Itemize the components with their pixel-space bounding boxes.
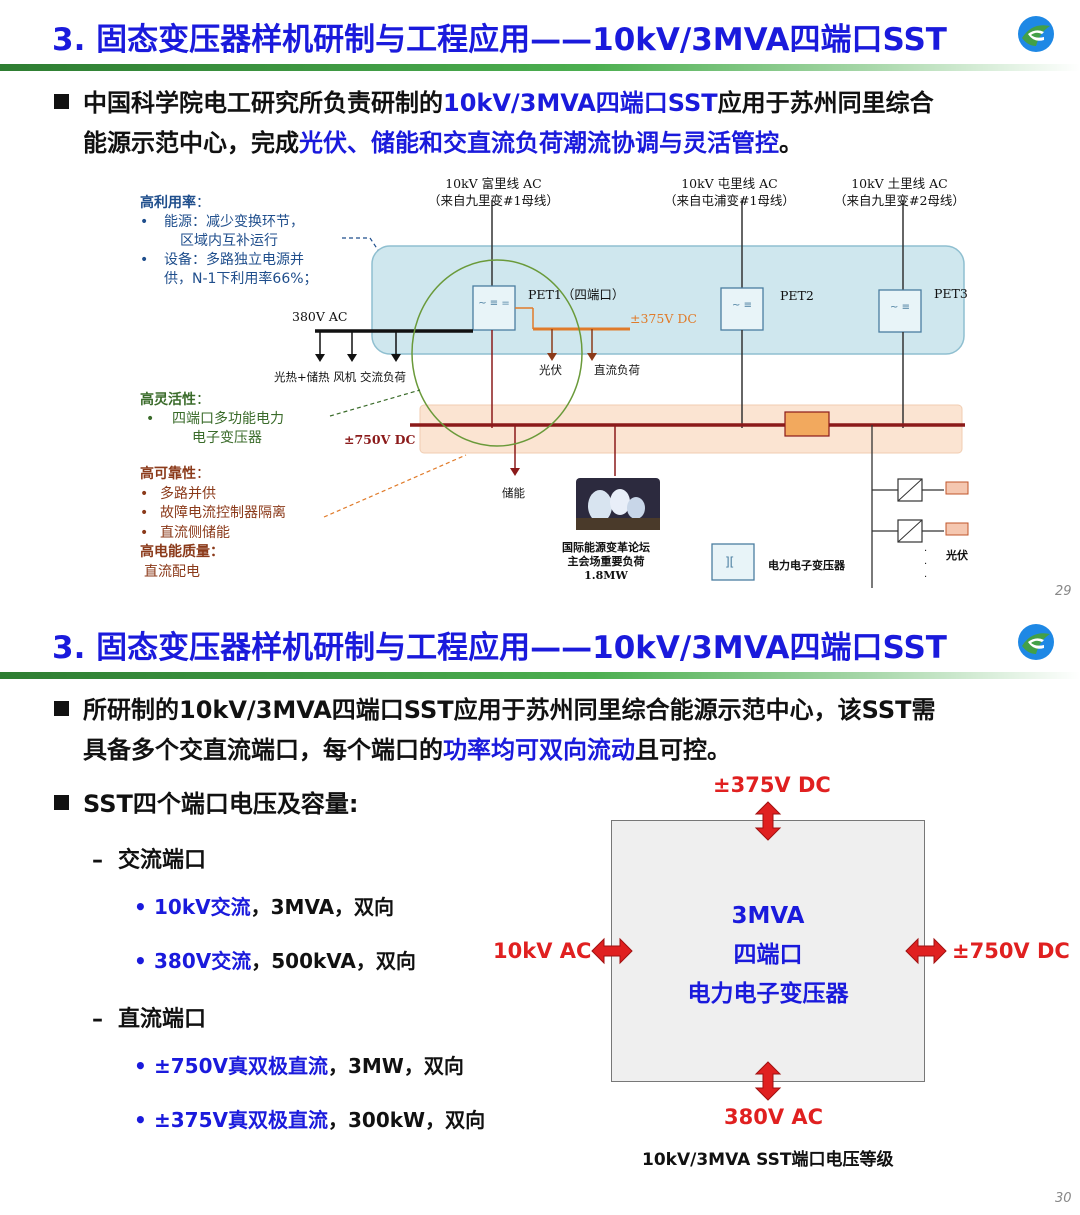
slide1-page-number: 29 <box>1055 584 1072 599</box>
port-right-arrow-icon <box>905 937 947 965</box>
pet3-box <box>878 289 922 333</box>
port-bottom-label: 380V AC <box>724 1105 824 1129</box>
port-top-label: ±375V DC <box>713 773 831 797</box>
forum-label: 国际能源变革论坛 主会场重要负荷 1.8MW <box>562 541 650 582</box>
slide1-title-rule <box>0 64 1080 71</box>
feeder1-label: 10kV 富里线 AC （来自九里变#1母线） <box>428 176 559 208</box>
square-bullet-icon <box>54 94 69 109</box>
slide2-title: 3. 固态变压器样机研制与工程应用——10kV/3MVA四端口SST <box>52 630 947 666</box>
dc-load-label: 直流负荷 <box>594 363 640 377</box>
square-bullet-icon <box>54 701 69 716</box>
storage-label: 储能 <box>502 486 525 500</box>
pet1-highlight-circle <box>411 259 583 447</box>
slide1-title: 3. 固态变压器样机研制与工程应用——10kV/3MVA四端口SST <box>52 22 947 58</box>
pet1-label: PET1（四端口） <box>528 287 625 302</box>
svg-text:~ ≡: ~ ≡ <box>732 300 752 311</box>
ac-ports-heading: –交流端口 <box>92 848 207 873</box>
port-right-label: ±750V DC <box>952 939 1070 963</box>
slide2-bullet1-line2: 具备多个交直流端口，每个端口的功率均可双向流动且可控。 <box>83 736 731 764</box>
pet2-box <box>720 287 764 331</box>
slide1-flex-notes: 高灵活性： •四端口多功能电力 电子变压器 <box>140 392 284 446</box>
port-left-arrow-icon <box>591 937 633 965</box>
pv-label: 光伏 <box>539 363 562 377</box>
slide1-bullet-line2: 能源示范中心，完成光伏、储能和交直流负荷潮流协调与灵活管控。 <box>83 129 803 157</box>
port-item-3: •±750V真双极直流，3MW，双向 <box>134 1054 464 1078</box>
pv-ellipsis: ··· <box>924 546 928 583</box>
sst-box: 3MVA 四端口 电力电子变压器 <box>611 820 925 1082</box>
port-top-arrow-icon <box>754 801 782 841</box>
dc-ports-heading: –直流端口 <box>92 1007 207 1032</box>
pv-right-label: 光伏 <box>946 549 968 562</box>
pe-transformer-icon <box>711 543 755 581</box>
pe-transformer-label: 电力电子变压器 <box>768 559 845 572</box>
pet3-label: PET3 <box>934 286 968 301</box>
port-left-label: 10kV AC <box>493 939 592 963</box>
pet2-label: PET2 <box>780 288 814 303</box>
dc375-label: ±375V DC <box>630 311 697 326</box>
slide1-bullet: 中国科学院电工研究所负责研制的10kV/3MVA四端口SST应用于苏州同里综合 <box>54 82 934 124</box>
port-item-1: •10kV交流，3MVA，双向 <box>134 895 395 919</box>
pet1-box <box>472 285 516 331</box>
svg-text:~ ≡ =: ~ ≡ = <box>478 298 510 309</box>
slide1-left-notes: 高利用率： •能源：减少变换环节， 区域内互补运行 •设备：多路独立电源并 供，… <box>140 195 318 287</box>
slide1-system-diagram: ~ ≡ = ~ ≡ ~ ≡ <box>315 200 969 588</box>
feeder2-label: 10kV 屯里线 AC （来自屯浦变#1母线） <box>664 176 795 208</box>
sst-caption: 10kV/3MVA SST端口电压等级 <box>642 1150 894 1170</box>
square-bullet-icon <box>54 795 69 810</box>
pe-transformer-glyph: ][ <box>725 555 735 569</box>
feeder3-label: 10kV 土里线 AC （来自九里变#2母线） <box>834 176 965 208</box>
port-item-2: •380V交流，500kVA，双向 <box>134 949 416 973</box>
slide1-reliability-notes: 高可靠性： •多路并供 •故障电流控制器隔离 •直流侧储能 高电能质量： 直流配… <box>140 466 286 580</box>
pet-zone <box>371 245 965 355</box>
port-bottom-arrow-icon <box>754 1061 782 1101</box>
ac380-label: 380V AC <box>292 309 348 324</box>
port-item-4: •±375V真双极直流，300kW，双向 <box>134 1108 486 1132</box>
slide2-title-rule <box>0 672 1080 679</box>
dc750-label: ±750V DC <box>344 432 416 447</box>
svg-text:~ ≡: ~ ≡ <box>890 302 910 313</box>
logo-icon <box>1018 624 1054 660</box>
dc-breaker-box <box>784 411 830 437</box>
slide2-page-number: 30 <box>1055 1191 1072 1206</box>
ac-loads-label: 光热+储热 风机 交流负荷 <box>274 370 406 384</box>
logo-icon <box>1018 16 1054 52</box>
slide2-bullet2: SST四个端口电压及容量: <box>54 783 358 825</box>
slide2-bullet1: 所研制的10kV/3MVA四端口SST应用于苏州同里综合能源示范中心，该SST需 <box>54 689 936 731</box>
